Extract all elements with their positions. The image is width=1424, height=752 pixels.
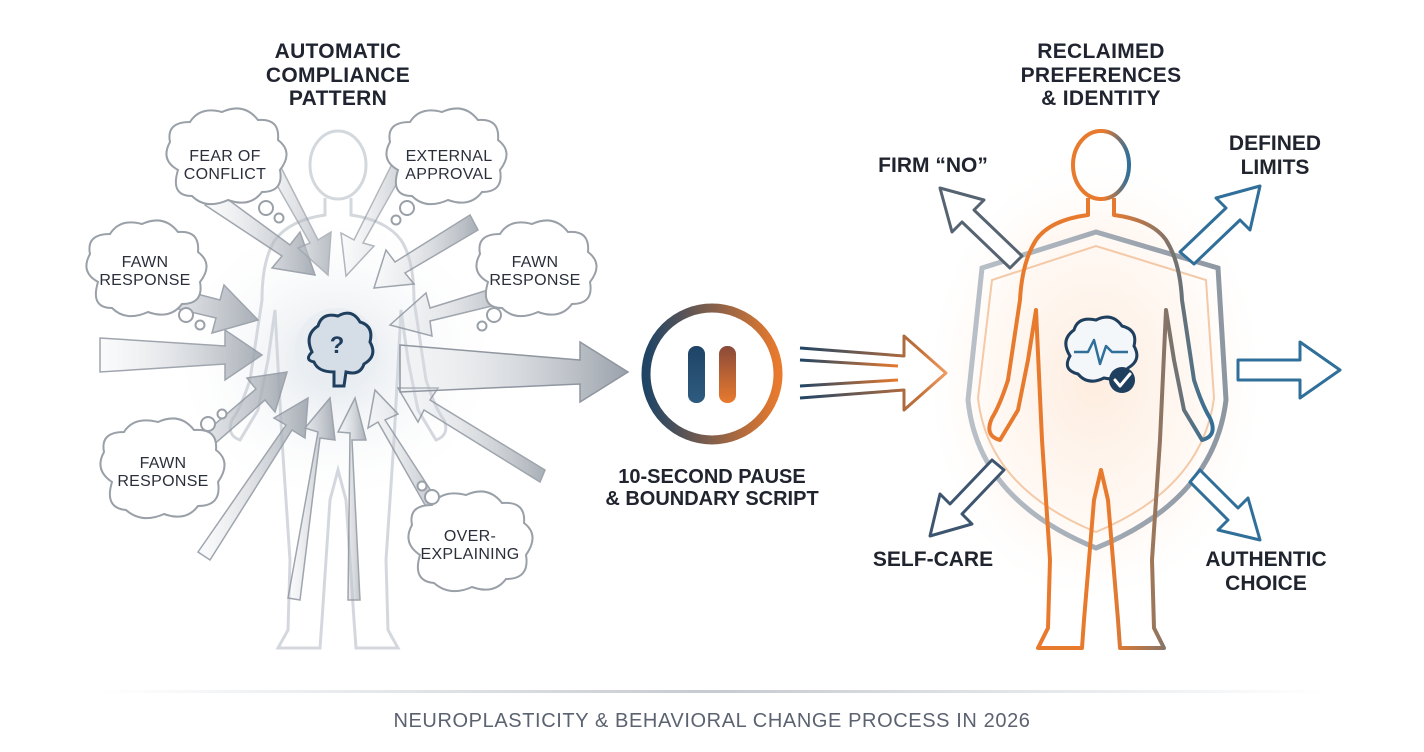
arrow-to-pause: [399, 340, 630, 404]
authentic-choice-label: AUTHENTIC CHOICE: [1205, 548, 1327, 595]
cloud-fawn-bottom-left: [99, 417, 226, 520]
self-care-label: SELF-CARE: [872, 548, 994, 571]
brain-question-mark: ?: [329, 332, 345, 359]
right-body-figure: [987, 129, 1215, 650]
footer-caption: NEUROPLASTICITY & BEHAVIORAL CHANGE PROC…: [393, 710, 1031, 732]
cloud-fawn-bottom-left-label: FAWN RESPONSE: [117, 455, 209, 490]
left-body-silhouette: [228, 129, 448, 650]
cloud-fawn-top-left-label: FAWN RESPONSE: [99, 254, 191, 289]
footer-divider: [100, 690, 1324, 693]
defined-limits-label: DEFINED LIMITS: [1228, 132, 1322, 179]
pause-label: 10-SECOND PAUSE & BOUNDARY SCRIPT: [605, 466, 819, 511]
left-title: AUTOMATIC COMPLIANCE PATTERN: [265, 40, 411, 111]
shield-icon: [965, 229, 1229, 551]
brain-check-icon: [1064, 315, 1139, 393]
cloud-external-approval-label: EXTERNAL APPROVAL: [405, 148, 493, 183]
cloud-over-explaining: [407, 490, 534, 593]
right-title: RECLAIMED PREFERENCES & IDENTITY: [1020, 40, 1182, 111]
pause-icon: [641, 303, 783, 445]
cloud-fear-of-conflict: [165, 107, 288, 206]
brain-question-icon: [295, 308, 379, 392]
thought-clouds: [85, 107, 598, 593]
cloud-fawn-top-right: [475, 219, 598, 318]
cloud-external-approval: [385, 107, 508, 206]
cloud-fawn-top-left: [85, 219, 208, 318]
firm-no-label: FIRM “NO”: [878, 154, 988, 177]
outward-arrows: [928, 184, 1342, 542]
cloud-fawn-top-right-label: FAWN RESPONSE: [489, 254, 581, 289]
cloud-fear-of-conflict-label: FEAR OF CONFLICT: [183, 148, 267, 183]
cloud-over-explaining-label: OVER- EXPLAINING: [420, 528, 520, 563]
